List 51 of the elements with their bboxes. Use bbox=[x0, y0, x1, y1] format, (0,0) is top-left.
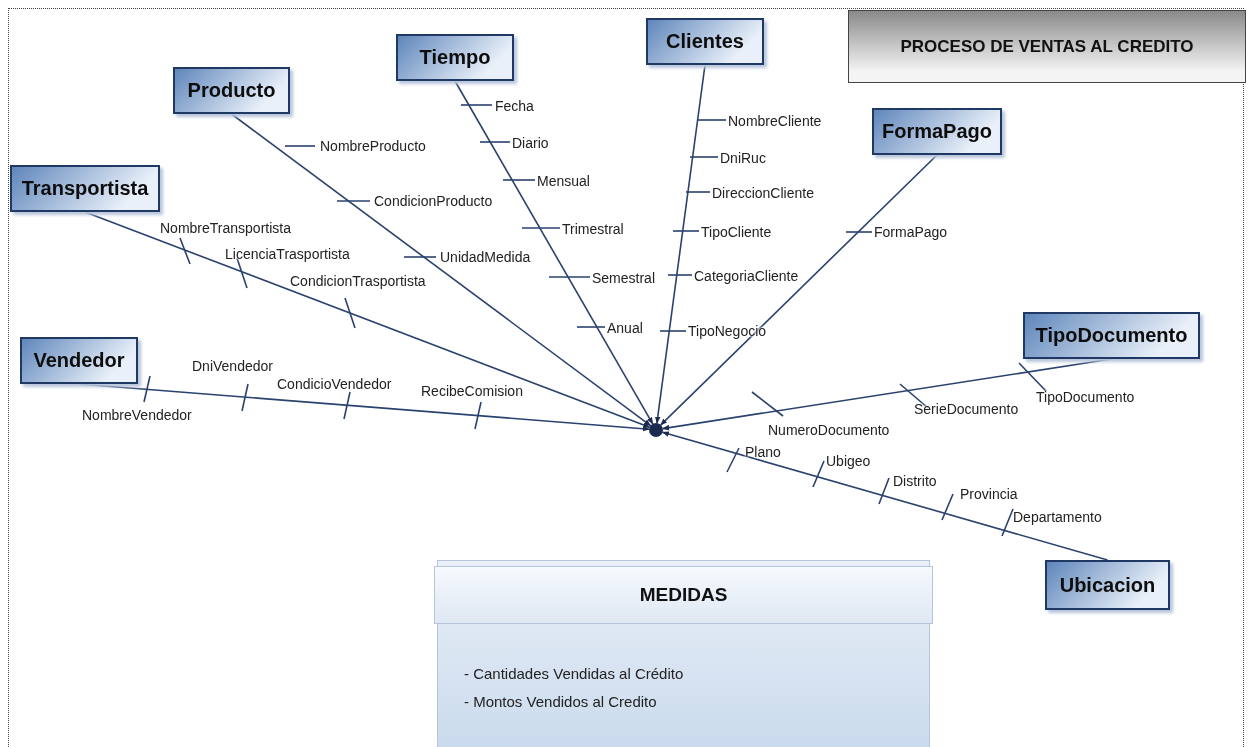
measures-panel bbox=[437, 560, 930, 747]
attribute-label: Trimestral bbox=[562, 220, 624, 238]
attribute-label: RecibeComision bbox=[421, 382, 523, 400]
attribute-label: CondicionTrasportista bbox=[290, 272, 426, 290]
attribute-label: DireccionCliente bbox=[712, 184, 814, 202]
attribute-label: CategoriaCliente bbox=[694, 267, 799, 285]
attribute-label: LicenciaTrasportista bbox=[225, 245, 350, 263]
attribute-label: DniVendedor bbox=[192, 357, 273, 375]
attribute-label: Provincia bbox=[960, 485, 1018, 503]
attribute-label: DniRuc bbox=[720, 149, 766, 167]
connector-arrow bbox=[84, 211, 651, 429]
dimension-box: Vendedor bbox=[20, 337, 138, 384]
dimension-box: Ubicacion bbox=[1045, 560, 1170, 610]
dimension-box: Tiempo bbox=[396, 34, 514, 81]
connector-arrow bbox=[230, 113, 652, 427]
attribute-label: NumeroDocumento bbox=[768, 421, 890, 439]
attribute-label: Departamento bbox=[1013, 508, 1102, 526]
connector-arrow bbox=[654, 64, 706, 424]
attribute-label: CondicionProducto bbox=[374, 192, 493, 210]
attribute-label: TipoDocumento bbox=[1036, 388, 1135, 406]
hub-point bbox=[649, 423, 663, 437]
attribute-label: Plano bbox=[745, 443, 781, 461]
dimension-box: Clientes bbox=[646, 18, 764, 65]
connector-arrow bbox=[454, 80, 654, 425]
attribute-label: NombreTransportista bbox=[160, 219, 291, 237]
title-banner: PROCESO DE VENTAS AL CREDITO bbox=[848, 10, 1246, 83]
attribute-label: NombreCliente bbox=[728, 112, 822, 130]
attribute-label: NombreVendedor bbox=[82, 406, 192, 424]
dimension-box: TipoDocumento bbox=[1023, 312, 1200, 359]
dimension-box: FormaPago bbox=[872, 108, 1002, 155]
connector-arrow bbox=[660, 154, 938, 426]
attribute-label: Mensual bbox=[537, 172, 590, 190]
measure-item: - Cantidades Vendidas al Crédito bbox=[464, 665, 684, 682]
connector-arrow bbox=[661, 431, 1109, 561]
attribute-label: Semestral bbox=[592, 269, 656, 287]
attribute-label: FormaPago bbox=[874, 223, 948, 241]
attribute-label: NombreProducto bbox=[320, 137, 426, 155]
attribute-label: TipoCliente bbox=[701, 223, 772, 241]
attribute-label: UnidadMedida bbox=[440, 248, 531, 266]
attribute-label: Diario bbox=[512, 134, 549, 152]
attribute-label: Anual bbox=[607, 319, 643, 337]
dimension-box: Transportista bbox=[10, 165, 160, 212]
attribute-label: SerieDocumento bbox=[914, 400, 1019, 418]
attribute-label: Fecha bbox=[495, 97, 534, 115]
measure-item: - Montos Vendidos al Credito bbox=[464, 693, 657, 710]
attribute-label: Distrito bbox=[893, 472, 937, 490]
attribute-label: CondicioVendedor bbox=[277, 375, 392, 393]
connector-arrow bbox=[662, 358, 1113, 431]
dimension-box: Producto bbox=[173, 67, 290, 114]
attribute-label: Ubigeo bbox=[826, 452, 871, 470]
measures-header: MEDIDAS bbox=[434, 566, 933, 624]
